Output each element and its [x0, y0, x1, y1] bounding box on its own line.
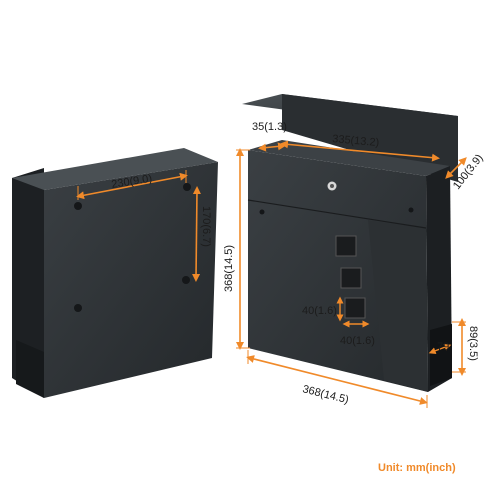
front-dim-lid-width: 335(13.2): [280, 133, 440, 162]
front-dim-body-height: 368(14.5): [223, 148, 250, 350]
viewing-window: [335, 235, 357, 257]
mount-hole: [74, 202, 82, 210]
body-height-label: 368(14.5): [223, 245, 235, 292]
back-face: [44, 162, 218, 398]
bottom-slot: [430, 324, 452, 386]
mount-hole: [74, 304, 82, 312]
front-dim-window-height: 40(1.6): [302, 296, 344, 322]
viewing-window: [340, 267, 362, 289]
front-fold-panel: [368, 220, 428, 392]
front-dim-lid-offset: 35(1.3): [252, 121, 287, 152]
slot-height-label: 89(3.5): [467, 326, 479, 361]
front-dim-slot-depth: 79: [428, 341, 452, 355]
mount-hole: [182, 276, 190, 284]
lid-width-label: 335(13.2): [332, 133, 380, 149]
back-side-panel: [12, 168, 44, 398]
mount-hole: [183, 183, 191, 191]
window-height-label: 40(1.6): [302, 305, 337, 317]
front-dim-slot-height: 89(3.5): [452, 318, 479, 376]
back-height-label: 170(6.7): [200, 206, 212, 247]
back-top-panel: [12, 148, 218, 190]
window-width-label: 40(1.6): [340, 335, 375, 347]
lid-offset-label: 35(1.3): [252, 121, 287, 133]
back-view-mailbox: [12, 148, 218, 398]
body-width-label: 368(14.5): [301, 383, 350, 406]
viewing-window: [344, 297, 366, 319]
screw: [408, 207, 414, 213]
screw: [259, 209, 265, 215]
unit-label: Unit: mm(inch): [378, 462, 456, 474]
back-dim-height: 170(6.7): [192, 186, 212, 282]
front-dim-window-width: 40(1.6): [340, 320, 375, 347]
back-bottom-bump: [16, 340, 44, 398]
slot-depth-label: 79: [437, 341, 449, 353]
